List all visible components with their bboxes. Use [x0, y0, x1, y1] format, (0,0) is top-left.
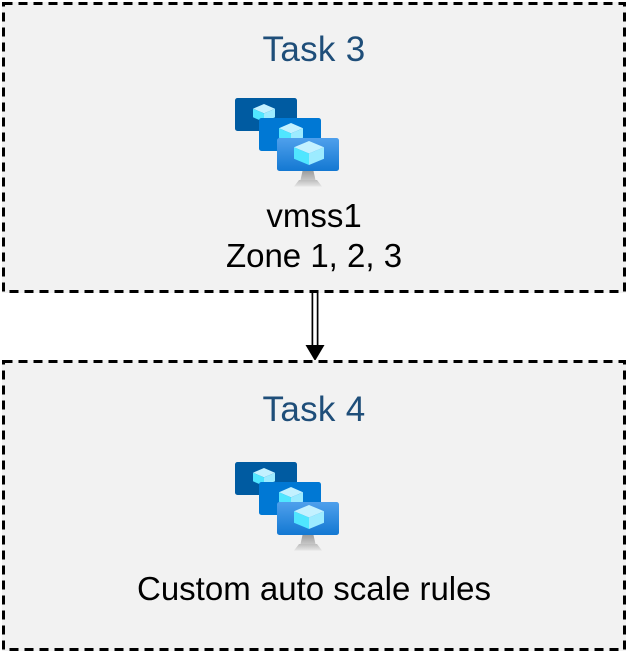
monitor-stand-base	[294, 544, 322, 551]
vmss-name-label: vmss1	[266, 197, 362, 234]
arrow-head	[305, 345, 325, 361]
cube-left-face	[294, 147, 309, 165]
vm-scale-set-icon	[235, 462, 339, 551]
cube-top-face	[279, 487, 303, 498]
task4-box: Task 4	[2, 360, 626, 651]
task4-caption: Custom auto scale rules	[137, 569, 491, 609]
vm-scale-set-icon	[235, 98, 339, 187]
task3-caption: vmss1 Zone 1, 2, 3	[226, 196, 402, 275]
cube-top-face	[294, 141, 324, 154]
task4-title: Task 4	[262, 390, 366, 429]
monitor-stand-base	[294, 180, 322, 187]
cube-right-face	[309, 511, 324, 529]
cube-left-face	[294, 511, 309, 529]
cube-top-face	[294, 505, 324, 518]
autoscale-rules-label: Custom auto scale rules	[137, 570, 491, 607]
cube-right-face	[309, 147, 324, 165]
flow-arrow-down	[305, 292, 325, 361]
task3-content: Task 3	[5, 5, 623, 290]
cube-top-face	[279, 123, 303, 134]
task3-box: Task 3	[2, 2, 626, 293]
monitor-stand-neck	[300, 171, 316, 180]
monitor-stand-neck	[300, 535, 316, 544]
task4-content: Task 4	[5, 363, 623, 648]
zone-label: Zone 1, 2, 3	[225, 236, 403, 274]
cube-top-face	[253, 468, 275, 478]
task3-title: Task 3	[262, 30, 366, 69]
